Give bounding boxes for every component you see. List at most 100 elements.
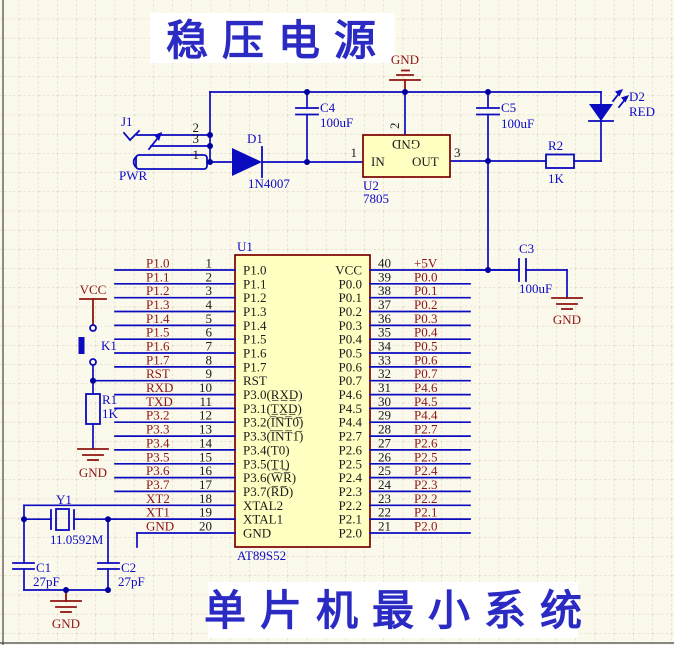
- gnd-label: GND: [79, 465, 107, 480]
- pin-name-left-8: P1.7: [243, 359, 267, 374]
- net-label-left-9: RST: [146, 366, 170, 381]
- pin-number-left-5: 5: [206, 311, 213, 326]
- pin-name-right-39: P0.0: [339, 276, 362, 291]
- pin-name-right-26: P2.5: [339, 456, 362, 471]
- pin-name-left-2: P1.1: [243, 276, 266, 291]
- pin-number-left-15: 15: [199, 449, 212, 464]
- pin-name-right-25: P2.4: [339, 470, 363, 485]
- net-label-left-7: P1.6: [146, 339, 170, 354]
- d1-ref: D1: [247, 131, 263, 146]
- pin-name-right-33: P0.6: [339, 359, 363, 374]
- pin-number-left-19: 19: [199, 505, 212, 520]
- c3-ref: C3: [519, 241, 534, 256]
- pin-number-right-22: 22: [378, 505, 391, 520]
- pin-number-right-32: 32: [378, 366, 391, 381]
- net-label-right-33: P0.6: [414, 352, 438, 367]
- pin-number-right-25: 25: [378, 463, 391, 478]
- pin-name-right-23: P2.2: [339, 498, 362, 513]
- pin-number-right-29: 29: [378, 408, 391, 423]
- d2-triangle-icon: [589, 104, 613, 121]
- pin-number-left-13: 13: [199, 422, 212, 437]
- pin-number-left-9: 9: [206, 366, 213, 381]
- net-label-left-10: RXD: [146, 380, 173, 395]
- j1-barrel-notch: [132, 155, 138, 169]
- pin-name-left-10: P3.0(R̲X̲D̲): [243, 387, 303, 402]
- net-label-right-36: P0.3: [414, 311, 437, 326]
- net-label-left-19: XT1: [146, 505, 170, 520]
- pin-number-right-28: 28: [378, 422, 391, 437]
- pin-name-right-30: P4.5: [339, 401, 362, 416]
- pin-number-left-10: 10: [199, 380, 212, 395]
- connector-j1: J1 2 3 1 PWR: [119, 114, 208, 183]
- c2-value: 27pF: [118, 574, 145, 589]
- title-bottom-background: [208, 582, 578, 638]
- net-label-right-29: P4.4: [414, 408, 438, 423]
- c1-value: 27pF: [33, 574, 60, 589]
- pin-name-right-36: P0.3: [339, 318, 362, 333]
- gnd-label: GND: [391, 52, 419, 67]
- junction-dot: [207, 132, 213, 138]
- diode-d1: D1 1N4007: [232, 131, 290, 191]
- u2-value: 7805: [363, 191, 389, 206]
- d2-emit-arrowhead2-icon: [621, 95, 629, 103]
- pin-number-left-3: 3: [206, 283, 213, 298]
- pin-name-left-15: P3.5(T̲1̲): [243, 456, 290, 471]
- net-label-right-38: P0.1: [414, 283, 437, 298]
- junction-dot: [207, 159, 213, 165]
- c3-value: 100uF: [519, 281, 552, 296]
- u1-ref: U1: [237, 239, 253, 254]
- capacitor-c4: C4 100uF: [295, 100, 353, 130]
- net-label-right-30: P4.5: [414, 394, 437, 409]
- j1-name: PWR: [119, 168, 148, 183]
- pin-name-right-24: P2.3: [339, 484, 362, 499]
- y1-ref: Y1: [56, 492, 72, 507]
- led-d2: D2 RED: [588, 89, 655, 122]
- d2-value: RED: [629, 104, 655, 119]
- pin-number-right-33: 33: [378, 352, 391, 367]
- pin-name-right-37: P0.2: [339, 304, 362, 319]
- pin-name-left-12: P3.2(I̅N̅T̅0̅): [243, 415, 303, 430]
- reset-branch: VCC K1 R1 1K GND: [77, 282, 119, 480]
- c5-ref: C5: [501, 100, 516, 115]
- net-label-right-35: P0.4: [414, 325, 438, 340]
- pin-number-right-39: 39: [378, 269, 391, 284]
- pin-name-right-22: P2.1: [339, 512, 362, 527]
- junction-dot: [485, 89, 491, 95]
- net-label-left-16: P3.6: [146, 463, 170, 478]
- pin-name-left-16: P3.6(W̅R̅): [243, 470, 296, 485]
- pin-name-right-32: P0.7: [339, 373, 363, 388]
- c5-value: 100uF: [501, 116, 534, 131]
- pin-name-left-19: XTAL1: [243, 512, 283, 527]
- pin-number-left-1: 1: [206, 256, 213, 271]
- k1-button-icon: [78, 337, 85, 354]
- y1-value: 11.0592M: [50, 532, 104, 547]
- net-label-left-5: P1.4: [146, 311, 170, 326]
- pin-number-right-34: 34: [378, 339, 392, 354]
- junction-dot: [105, 516, 111, 523]
- net-label-left-20: GND: [146, 519, 174, 534]
- net-label-right-37: P0.2: [414, 297, 437, 312]
- gnd-label: GND: [553, 312, 581, 327]
- net-label-left-6: P1.5: [146, 325, 169, 340]
- junction-dot: [485, 158, 491, 164]
- pin-number-right-36: 36: [378, 311, 392, 326]
- r1-value: 1K: [102, 406, 119, 421]
- u2-gnd-label: GND: [392, 137, 420, 152]
- resistor-r2: R2 1K: [545, 138, 575, 186]
- pin-number-left-7: 7: [206, 339, 213, 354]
- u1-body: [234, 254, 371, 548]
- pin-name-right-28: P2.7: [339, 429, 363, 444]
- pin-name-left-13: P3.3(I̅N̅T̅1̅): [243, 429, 303, 444]
- pin-number-left-2: 2: [206, 269, 213, 284]
- pin-name-right-29: P4.4: [339, 415, 363, 430]
- pin-number-right-26: 26: [378, 449, 392, 464]
- pin-name-right-27: P2.6: [339, 442, 363, 457]
- net-label-right-23: P2.2: [414, 491, 437, 506]
- pin-name-left-14: P3.4(T0): [243, 442, 290, 457]
- net-label-right-34: P0.5: [414, 339, 437, 354]
- junction-dot: [105, 587, 111, 593]
- pin-name-left-7: P1.6: [243, 346, 267, 361]
- u2-pin3-number: 3: [454, 145, 461, 160]
